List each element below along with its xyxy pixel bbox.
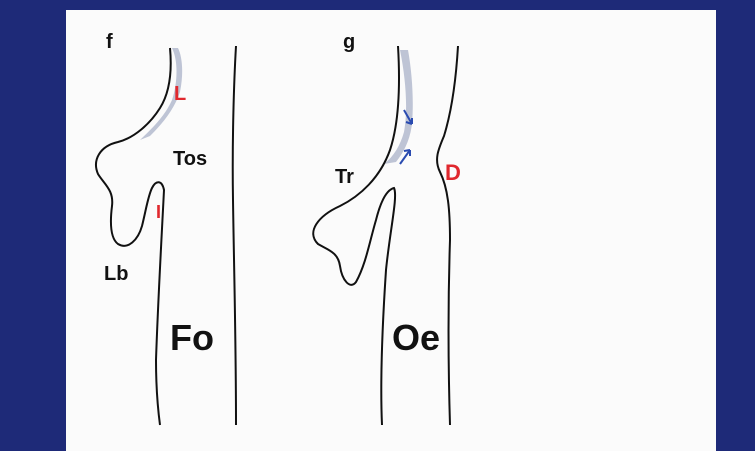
tube-wall-right-g <box>437 46 458 425</box>
label-I: I <box>156 202 161 222</box>
label-Oe: Oe <box>392 317 440 358</box>
tube-wall-right-f <box>233 46 236 425</box>
tube-wall-left-f <box>96 48 171 425</box>
label-D: D <box>445 160 461 185</box>
panel-letter-g: g <box>343 31 355 53</box>
tube-wall-left-g <box>313 46 399 425</box>
label-Lb: Lb <box>104 263 128 285</box>
label-Fo: Fo <box>170 317 214 358</box>
label-Tr: Tr <box>335 166 354 188</box>
panel-letter-f: f <box>106 31 113 53</box>
label-L: L <box>174 83 186 105</box>
diagram-g: g Tr D Oe <box>313 31 461 425</box>
diagram-f: f L I Tos Lb Fo <box>96 31 236 425</box>
label-Tos: Tos <box>173 148 207 170</box>
